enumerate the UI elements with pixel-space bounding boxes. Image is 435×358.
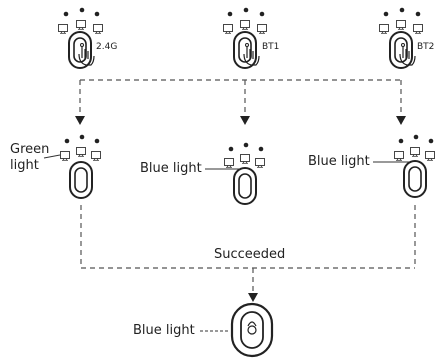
monitor-icon — [223, 24, 233, 34]
green-light-label-line2: light — [10, 158, 39, 173]
monitor-icon — [379, 24, 389, 34]
success-connector — [80, 205, 416, 293]
indicator-dot — [79, 7, 85, 13]
monitor-icon — [410, 147, 420, 157]
device-icon — [389, 31, 413, 69]
device-icon — [233, 167, 257, 205]
indicator-dot — [413, 134, 419, 140]
indicator-dot — [94, 11, 100, 17]
device-icon — [403, 160, 427, 198]
monitor-icon — [394, 151, 404, 161]
green-light-label-line1: Green — [10, 142, 50, 157]
result-middle-group — [205, 142, 265, 205]
indicator-dot — [94, 138, 100, 144]
result-left-group — [43, 134, 101, 199]
arrow-down-icon — [248, 293, 258, 302]
monitor-icon — [224, 158, 234, 168]
mode-24g-group — [58, 7, 103, 69]
monitor-icon — [255, 158, 265, 168]
indicator-row — [58, 7, 103, 34]
indicator-dot — [428, 138, 434, 144]
result-right-group — [373, 134, 435, 198]
blue-light-label-middle: Blue light — [140, 161, 202, 176]
monitor-icon — [396, 20, 406, 30]
indicator-dot — [259, 11, 265, 17]
mode-label-bt2: BT2 — [417, 42, 435, 52]
monitor-icon — [91, 151, 101, 161]
mode-bt1-group — [223, 7, 267, 69]
monitor-icon — [58, 24, 68, 34]
indicator-dot — [415, 11, 421, 17]
indicator-dot — [258, 146, 264, 152]
final-blue-light-label: Blue light — [133, 323, 195, 338]
monitor-icon — [240, 154, 250, 164]
indicator-dot — [64, 138, 70, 144]
top-connector — [79, 79, 402, 112]
blue-light-label-right: Blue light — [308, 154, 370, 169]
device-icon — [68, 31, 92, 69]
indicator-dot — [243, 7, 249, 13]
indicator-dot — [63, 11, 69, 17]
device-icon — [233, 31, 257, 69]
indicator-dot — [398, 138, 404, 144]
indicator-dot — [79, 134, 85, 140]
monitor-icon — [240, 20, 250, 30]
monitor-icon — [76, 147, 86, 157]
monitor-icon — [257, 24, 267, 34]
monitor-icon — [425, 151, 435, 161]
device-inner-ring — [240, 311, 264, 349]
final-device-group — [200, 302, 274, 358]
mode-label-24g: 2.4G — [96, 42, 118, 52]
mode-bt2-group — [379, 7, 423, 69]
indicator-dot — [227, 11, 233, 17]
status-succeeded: Succeeded — [214, 247, 286, 262]
monitor-icon — [413, 24, 423, 34]
leader-line — [43, 154, 61, 159]
monitor-icon — [60, 151, 70, 161]
indicator-dot — [243, 142, 249, 148]
monitor-icon — [93, 24, 103, 34]
arrow-down-icon — [75, 116, 406, 125]
indicator-dot — [383, 11, 389, 17]
indicator-dot — [399, 7, 405, 13]
device-icon — [69, 161, 93, 199]
indicator-dot — [228, 146, 234, 152]
monitor-icon — [76, 20, 86, 30]
mode-label-bt1: BT1 — [262, 42, 280, 52]
hand-press-icon — [247, 321, 257, 335]
